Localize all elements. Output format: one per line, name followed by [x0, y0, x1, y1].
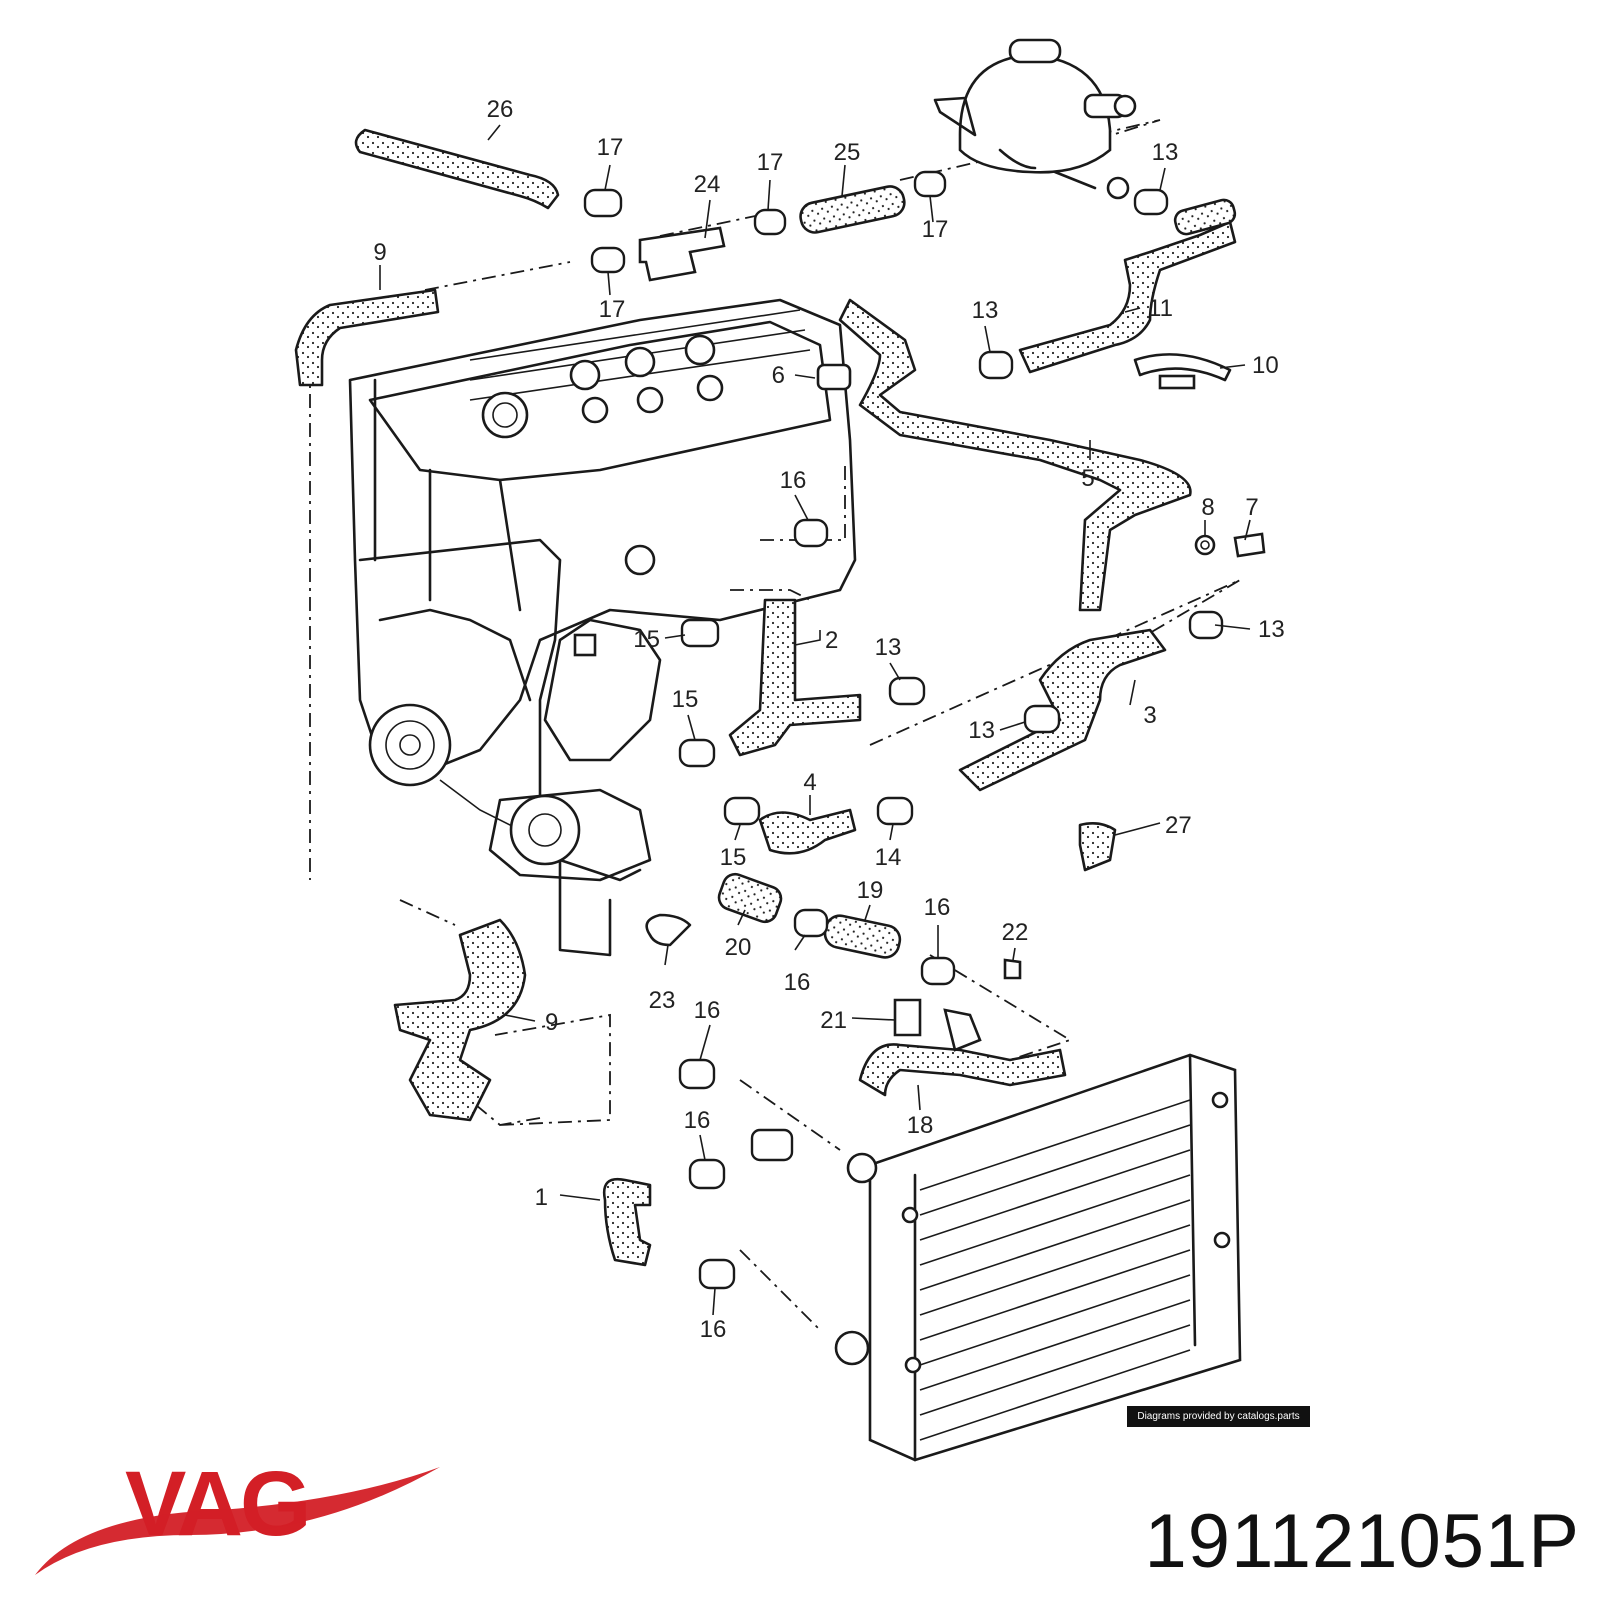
callout-21: 21 [820, 1007, 847, 1034]
callout-26: 26 [487, 96, 514, 123]
callout-27: 27 [1165, 812, 1192, 839]
callout-13-e: 13 [968, 717, 995, 744]
callout-15-a: 15 [633, 626, 660, 653]
callout-1: 1 [535, 1184, 548, 1211]
callout-17-b: 17 [757, 149, 784, 176]
leader-lines [379, 124, 1251, 1316]
callout-17-c: 17 [922, 216, 949, 243]
callout-19: 19 [857, 877, 884, 904]
callout-11: 11 [1148, 295, 1173, 322]
callout-14: 14 [875, 844, 902, 871]
callout-16-f: 16 [700, 1316, 727, 1343]
hoses [294, 128, 1237, 1267]
engine-block [348, 298, 857, 957]
callout-9-upper: 9 [373, 239, 386, 266]
callout-25: 25 [834, 139, 861, 166]
callout-22: 22 [1002, 919, 1029, 946]
callout-2: 2 [825, 627, 838, 654]
callout-16-e: 16 [684, 1107, 711, 1134]
callout-16-d: 16 [694, 997, 721, 1024]
callout-9-lower: 9 [545, 1009, 558, 1036]
callout-4: 4 [803, 769, 816, 796]
callout-13-d: 13 [1258, 616, 1285, 643]
callout-6: 6 [772, 362, 785, 389]
callout-16-c: 16 [784, 969, 811, 996]
radiator [834, 1053, 1242, 1462]
callout-8: 8 [1201, 494, 1214, 521]
callout-23: 23 [649, 987, 676, 1014]
callout-13-c: 13 [875, 634, 902, 661]
part-number: 191121051P [1144, 1499, 1580, 1584]
callout-13-b: 13 [1152, 139, 1179, 166]
callout-16-b: 16 [924, 894, 951, 921]
callout-15-b: 15 [672, 686, 699, 713]
callout-17-a: 17 [597, 134, 624, 161]
callout-17-d: 17 [599, 296, 626, 323]
callout-24: 24 [694, 171, 721, 198]
brand-logo: VAG [35, 1455, 440, 1575]
callout-15-c: 15 [720, 844, 747, 871]
callout-18: 18 [907, 1112, 934, 1139]
callout-labels: 1 2 3 4 5 6 7 8 9 9 10 11 13 13 13 13 13… [373, 96, 1284, 1343]
callout-7: 7 [1245, 494, 1258, 521]
brand-swoosh [35, 1467, 440, 1575]
callout-13-a: 13 [972, 297, 999, 324]
credit-label: Diagrams provided by catalogs.parts [1127, 1406, 1310, 1427]
expansion-tank [933, 38, 1137, 200]
callout-3: 3 [1143, 702, 1156, 729]
clamps [583, 170, 1266, 1290]
callout-5: 5 [1081, 465, 1094, 492]
callout-16-a: 16 [780, 467, 807, 494]
callout-10: 10 [1252, 352, 1279, 379]
callout-20: 20 [725, 934, 752, 961]
